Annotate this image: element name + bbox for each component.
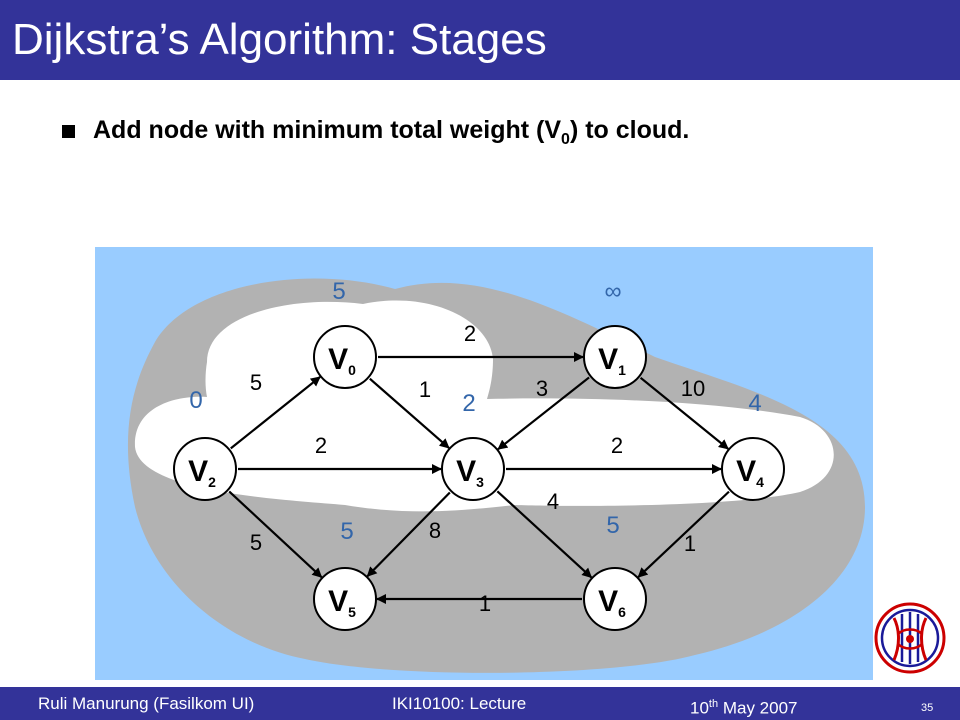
node-circle [173, 437, 237, 501]
footer-date-rest: May 2007 [718, 698, 798, 718]
node-circle [441, 437, 505, 501]
edge-weight-v4-v6: 1 [684, 531, 696, 556]
distance-label-v3: 2 [462, 390, 475, 417]
footer-author: Ruli Manurung (Fasilkom UI) [38, 694, 255, 713]
node-label-subscript: 3 [476, 474, 484, 490]
edge-weight-v1-v3: 3 [536, 376, 548, 401]
node-v4: V4 [721, 437, 785, 501]
edge-v0-v3 [369, 377, 450, 449]
node-circle [583, 325, 647, 389]
graph-edges [228, 352, 730, 604]
node-v0: V0 [313, 325, 377, 389]
edge-v1-v3 [497, 376, 590, 451]
slide-title: Dijkstra’s Algorithm: Stages [12, 15, 547, 64]
node-v6: V6 [583, 567, 647, 631]
node-circle [313, 567, 377, 631]
edge-v1-v4 [639, 376, 729, 450]
distance-label-v0: 5 [332, 278, 345, 305]
node-label-subscript: 4 [756, 474, 764, 490]
distance-label-v1: ∞ [604, 278, 621, 305]
edge-weight-v3-v6: 4 [547, 489, 559, 514]
bullet-subscript: 0 [561, 131, 570, 148]
edge-weight-v2-v0: 5 [250, 370, 262, 395]
node-label-subscript: 2 [208, 474, 216, 490]
edge-v4-v6 [637, 490, 730, 578]
footer-course: IKI10100: Lecture [392, 694, 527, 713]
node-v3: V3 [441, 437, 505, 501]
distance-label-v2: 0 [189, 387, 202, 414]
distance-label-v4: 4 [748, 390, 761, 417]
distance-label-v5: 5 [340, 518, 353, 545]
node-v2: V2 [173, 437, 237, 501]
edge-weight-v0-v3: 1 [419, 377, 431, 402]
bullet-marker [62, 125, 75, 138]
node-circle [313, 325, 377, 389]
edge-weight-v0-v1: 2 [464, 321, 476, 346]
node-label-subscript: 6 [618, 604, 626, 620]
node-label-subscript: 5 [348, 604, 356, 620]
bullet-text: Add node with minimum total weight (V0) … [93, 112, 689, 158]
node-v5: V5 [313, 567, 377, 631]
edge-v3-v6 [496, 490, 593, 579]
edge-weight-v3-v4: 2 [611, 433, 623, 458]
footer-date-suffix: th [708, 698, 719, 710]
footer-bar: Ruli Manurung (Fasilkom UI) IKI10100: Le… [0, 687, 960, 720]
edge-weight-v6-v5: 1 [479, 591, 491, 616]
edge-weight-v2-v5: 5 [250, 530, 262, 555]
edge-weight-v2-v3: 2 [315, 433, 327, 458]
node-label-subscript: 0 [348, 362, 356, 378]
bullet-text-end: ) to cloud. [569, 116, 690, 144]
node-circle [721, 437, 785, 501]
node-circle [583, 567, 647, 631]
edge-v3-v5 [366, 491, 451, 577]
node-label-subscript: 1 [618, 362, 626, 378]
footer-date-day: 10 [690, 698, 709, 718]
edge-v2-v5 [228, 490, 323, 579]
edge-weight-v3-v5: 8 [429, 518, 441, 543]
university-seal-icon [874, 602, 946, 674]
title-bar: Dijkstra’s Algorithm: Stages [0, 0, 960, 80]
edge-weight-v1-v4: 10 [681, 376, 705, 401]
node-v1: V1 [583, 325, 647, 389]
distance-label-v6: 5 [606, 512, 619, 539]
edge-v2-v0 [230, 376, 321, 450]
footer-date: 10th May 2007 [690, 693, 798, 720]
bullet-text-start: Add node with minimum total weight (V [93, 116, 562, 144]
page-number: 35 [921, 702, 934, 714]
inner-cloud [134, 300, 834, 512]
